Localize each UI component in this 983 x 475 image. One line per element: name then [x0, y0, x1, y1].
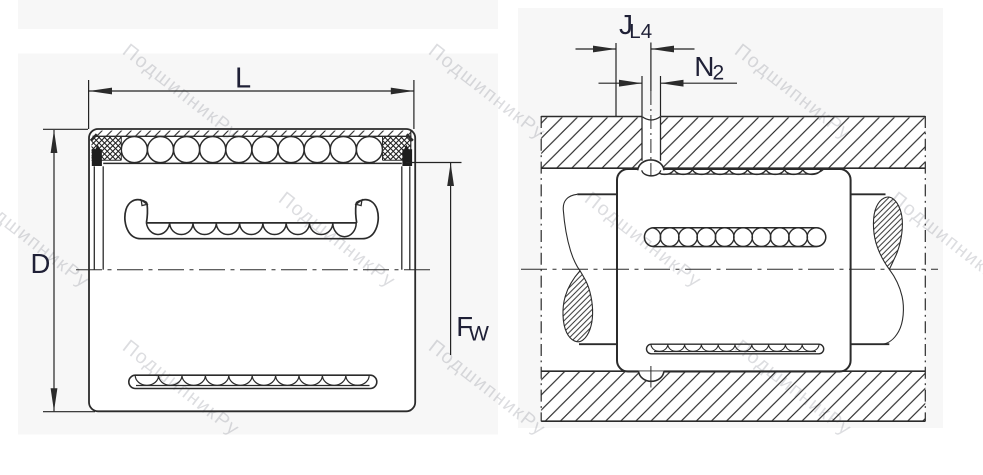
- svg-text:N: N: [694, 51, 714, 82]
- svg-text:F: F: [456, 311, 473, 342]
- svg-text:W: W: [469, 322, 490, 346]
- svg-text:L: L: [235, 62, 251, 94]
- svg-text:D: D: [31, 248, 51, 279]
- svg-text:2: 2: [713, 62, 725, 85]
- svg-text:J: J: [619, 9, 633, 40]
- svg-text:L4: L4: [629, 20, 652, 43]
